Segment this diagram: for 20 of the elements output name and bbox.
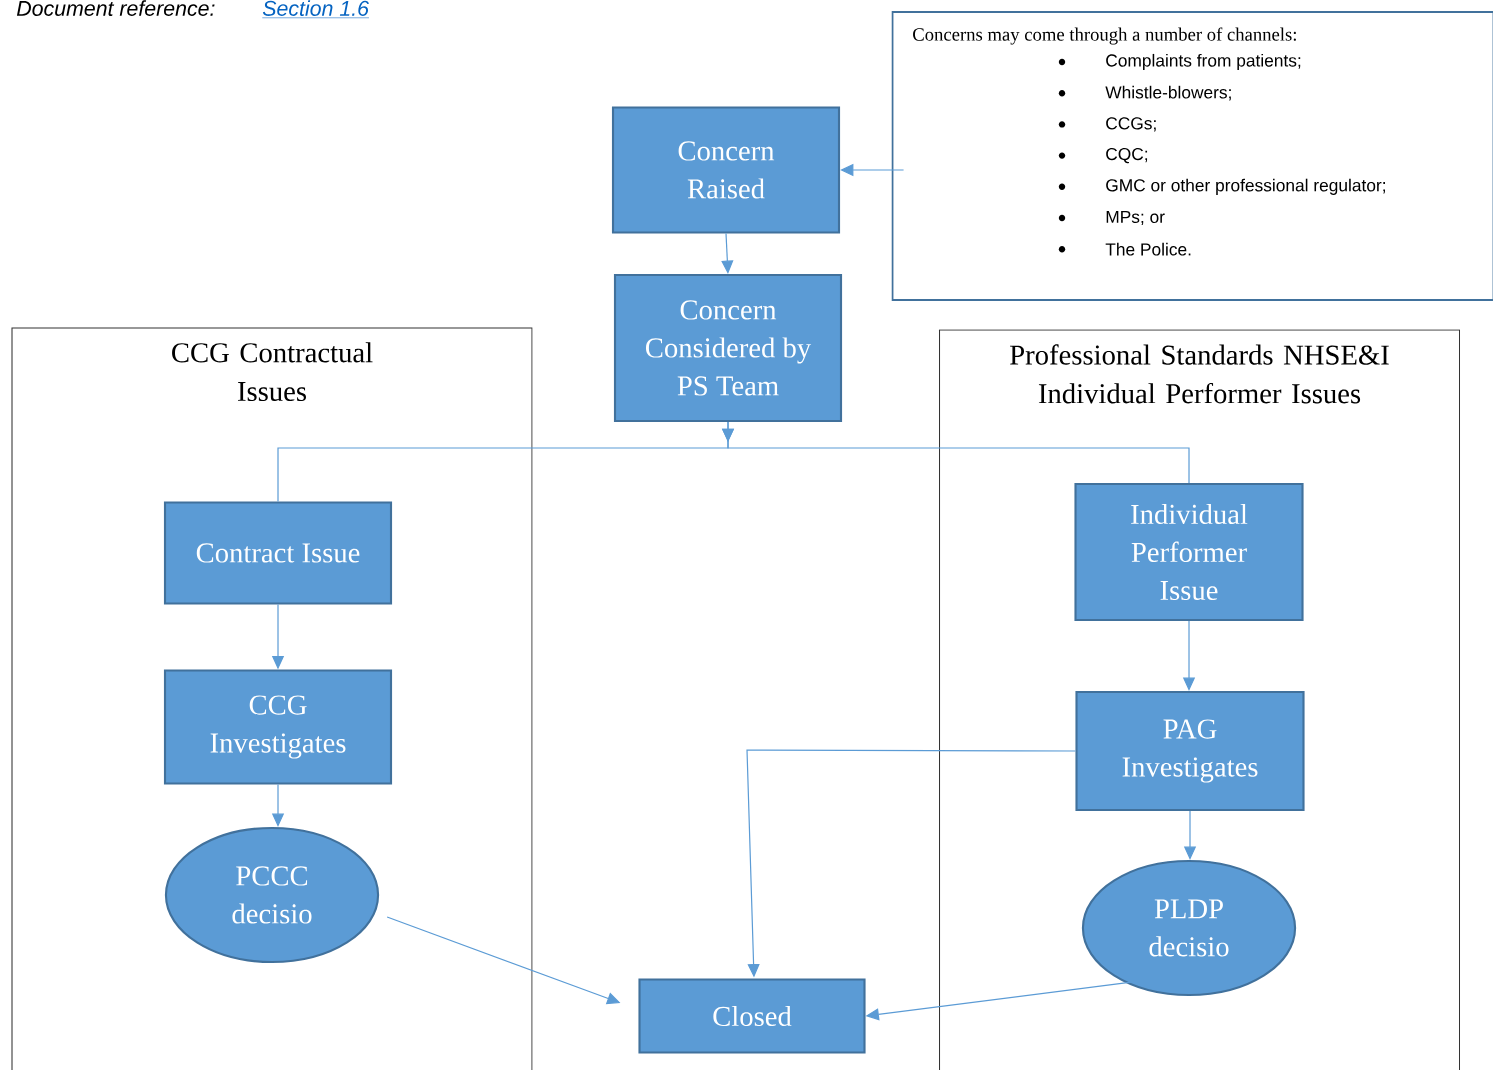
lane-heading: CCG Contractual Issues — [172, 342, 373, 402]
bullet-item: GMC or other professional regulator; — [1106, 178, 1385, 195]
process-box: Concern Considered by PS Team — [613, 273, 843, 423]
arrow — [721, 232, 734, 274]
process-box: PAG Investigates — [1075, 690, 1305, 812]
process-box: Individual Performer Issue — [1074, 482, 1304, 622]
bullet-item: Whistle-blowers; — [1105, 85, 1231, 101]
lane-heading: Professional Standards NHSE&I Individual Performer Issues — [1010, 344, 1389, 404]
process-box: Contract Issue — [163, 501, 393, 605]
bullet-item: The Police. — [1105, 242, 1191, 256]
bullet-item: Complaints from patients; — [1106, 53, 1301, 71]
note-heading: Concerns may come through a number of channels: — [913, 27, 1296, 45]
reference-link: Section 1.6 — [262, 0, 370, 19]
bullet-item: CQC; — [1106, 147, 1148, 164]
reference-text: Document reference: — [16, 0, 215, 16]
bullet-item: MPs; or — [1106, 210, 1165, 226]
process-box: Closed — [638, 978, 866, 1054]
process-box: Concern Raised — [611, 106, 841, 234]
bullet-item: CCGs; — [1106, 117, 1156, 132]
process-box: CCG Investigates — [163, 669, 393, 785]
